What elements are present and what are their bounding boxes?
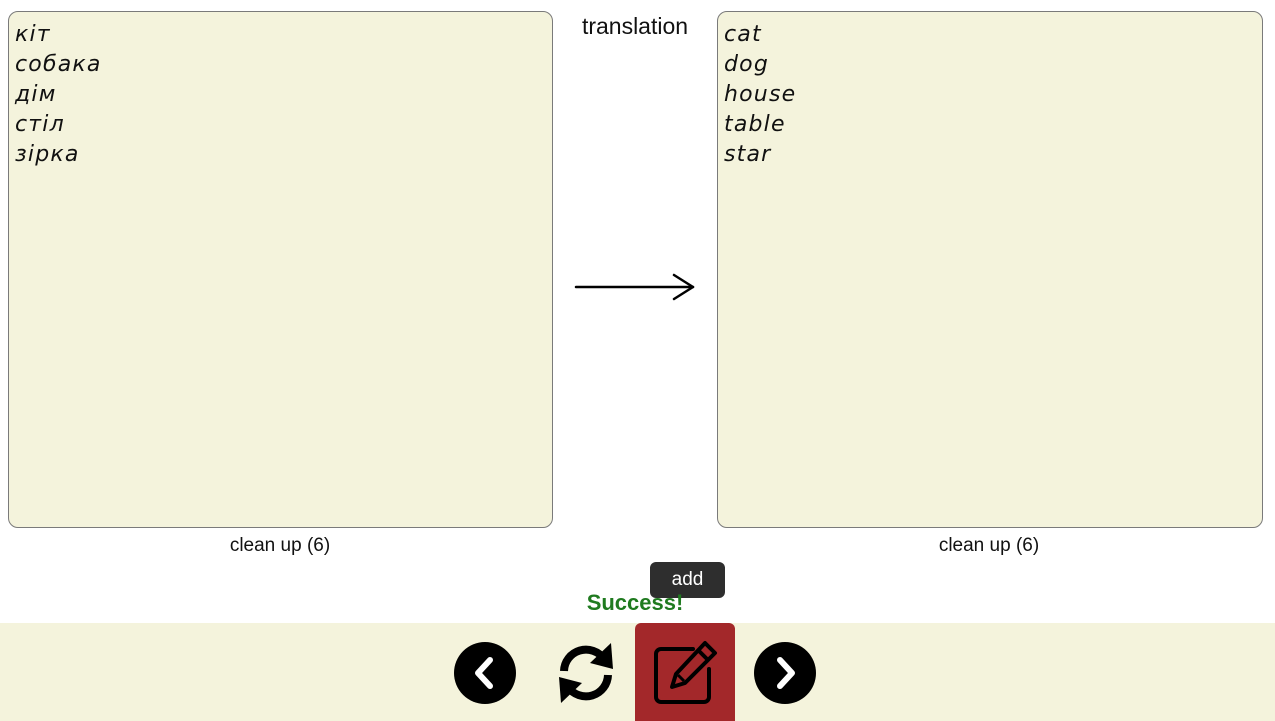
target-textarea[interactable]: cat dog house table star — [717, 11, 1263, 528]
source-word-line: дім — [15, 82, 57, 107]
target-word-line: table — [724, 112, 786, 137]
chevron-right-icon — [777, 657, 795, 689]
source-word-line: собака — [15, 52, 102, 77]
target-word-line: star — [724, 142, 772, 167]
chevron-left-icon — [475, 657, 493, 689]
source-word-line: кіт — [15, 22, 51, 47]
source-word-line: зірка — [15, 142, 80, 167]
source-textarea[interactable]: кіт собака дім стіл зірка — [8, 11, 553, 528]
edit-icon — [654, 641, 717, 704]
edit-button[interactable] — [635, 623, 735, 721]
next-button[interactable] — [754, 642, 816, 704]
status-message: Success! — [586, 590, 684, 615]
arrow-right-icon — [574, 273, 695, 301]
previous-button[interactable] — [454, 642, 516, 704]
target-cleanup-link[interactable]: clean up (6) — [938, 535, 1040, 556]
source-word-line: стіл — [15, 112, 65, 137]
target-word-line: dog — [724, 52, 769, 77]
target-word-line: house — [724, 82, 797, 107]
target-word-line: cat — [724, 22, 762, 47]
source-cleanup-link[interactable]: clean up (6) — [229, 535, 331, 556]
add-tooltip: add — [650, 562, 725, 598]
sync-icon — [559, 643, 613, 703]
bottom-toolbar — [0, 623, 1275, 721]
swap-button[interactable] — [550, 637, 622, 709]
direction-label: translation — [581, 13, 689, 39]
